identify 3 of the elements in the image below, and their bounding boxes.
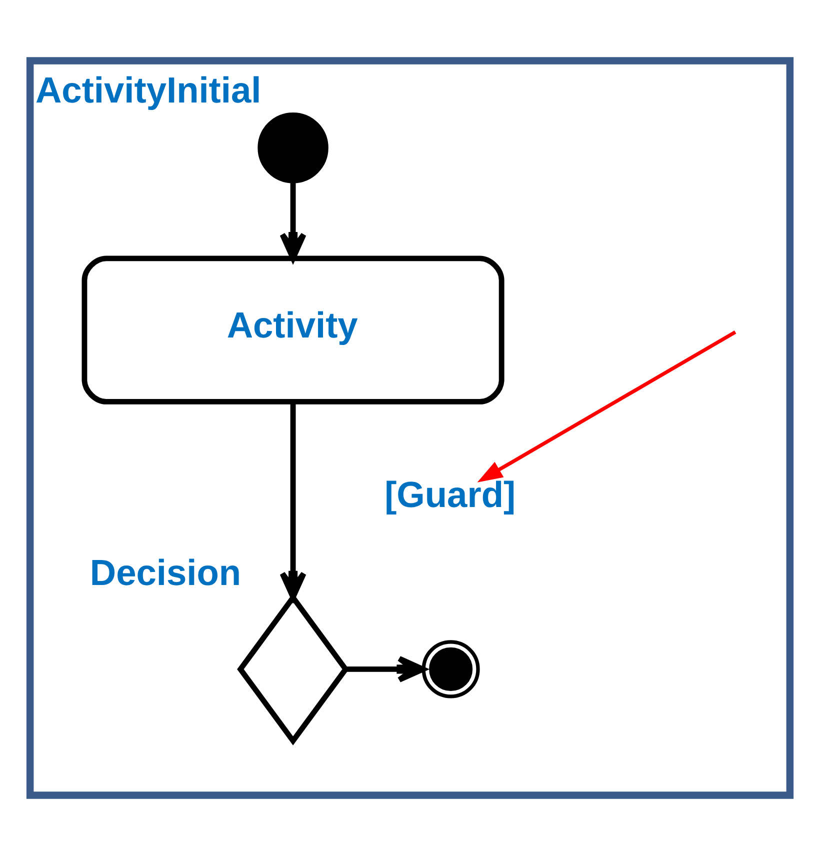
node-label: Decision	[90, 551, 242, 592]
node-text: [Guard]	[384, 473, 516, 514]
node-label: ActivityInitial	[36, 68, 262, 110]
